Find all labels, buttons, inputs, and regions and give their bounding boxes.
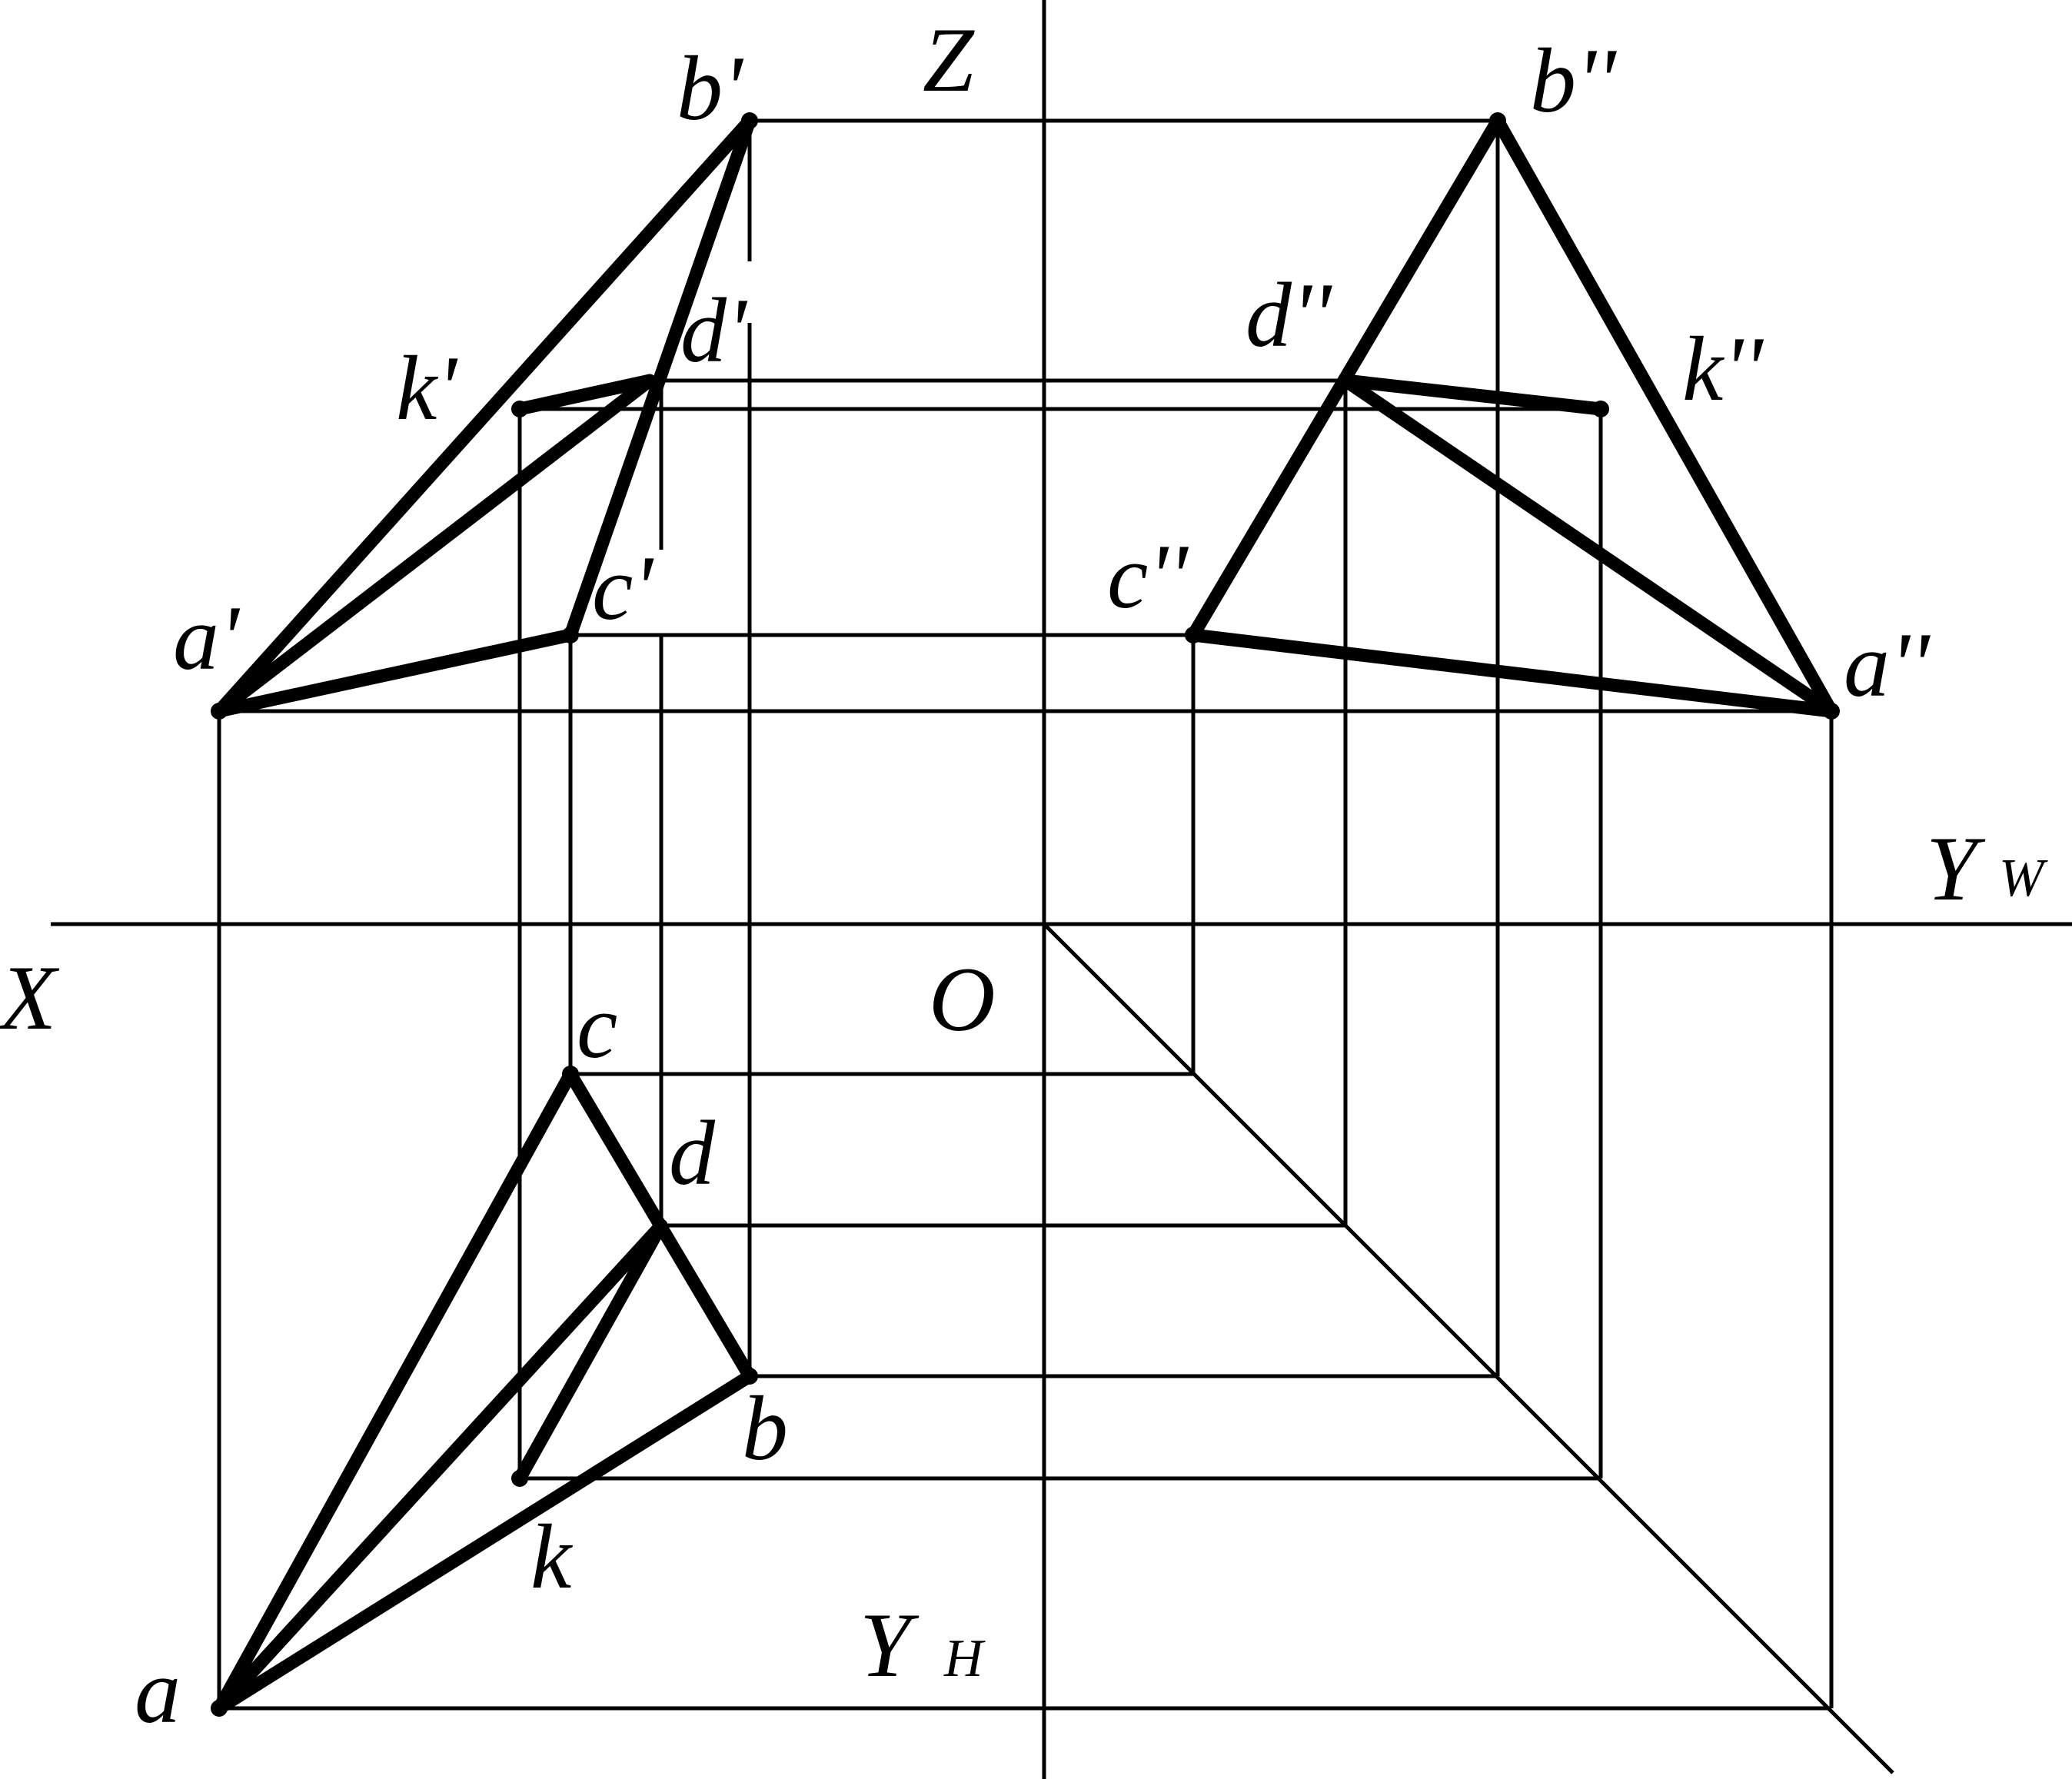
label-c: c (577, 975, 617, 1077)
label-d: d (669, 1102, 716, 1204)
point-k-side (1592, 401, 1609, 417)
label-yw-axis: Y (1926, 817, 1986, 919)
side-edge-d-a (1339, 374, 1838, 718)
label-b-prime: b' (677, 37, 744, 139)
label-c-prime: c' (592, 537, 654, 639)
label-z-axis: Z (923, 8, 975, 111)
axes (51, 0, 2072, 1779)
label-k-prime: k' (396, 337, 458, 439)
point-b-top (741, 1368, 758, 1385)
label-b: b (742, 1377, 788, 1479)
label-k: k (530, 1505, 574, 1608)
point-a-top (211, 1700, 228, 1717)
front-view (211, 112, 758, 720)
label-a: a (135, 1640, 181, 1742)
top-edge-d-k (513, 1219, 668, 1485)
point-c-front (562, 627, 579, 643)
point-c-top (562, 1066, 579, 1082)
label-k-double-prime: k'' (1682, 318, 1764, 420)
front-edge-b-c (564, 114, 757, 642)
top-edge-b-a (212, 1369, 757, 1715)
label-x-axis: X (0, 946, 60, 1049)
label-yw-subscript: W (1999, 849, 2048, 908)
point-k-top (511, 1470, 528, 1487)
projection-lines (217, 118, 1834, 1711)
front-edge-a-d (212, 374, 657, 718)
front-edge-k-d (513, 374, 657, 416)
point-a-front (211, 703, 228, 720)
top-edge-a-d (212, 1219, 668, 1715)
side-view (1185, 112, 1840, 720)
point-c-side (1185, 627, 1202, 643)
label-a-prime: a' (173, 587, 241, 689)
point-b-front (741, 112, 758, 129)
point-a-side (1823, 703, 1840, 720)
diagonal-45-line (1043, 923, 1894, 1774)
label-origin: O (929, 948, 996, 1050)
top-edge-a-c (212, 1067, 577, 1715)
side-edge-b-a (1491, 114, 1838, 718)
label-d-prime: d' (680, 279, 748, 381)
labels: Z X O Y W Y H b' d' k' c' a' b'' d'' k''… (0, 8, 2048, 1742)
label-yh-axis: Y (860, 1594, 920, 1696)
point-k-front (511, 401, 528, 417)
side-edge-d-k (1339, 374, 1608, 416)
front-edge-c-a (212, 628, 577, 718)
front-edge-a-b (212, 114, 757, 718)
side-edge-a-c (1186, 628, 1838, 718)
top-view (211, 1066, 758, 1717)
label-d-double-prime: d'' (1246, 264, 1333, 366)
point-b-side (1489, 112, 1506, 129)
label-c-double-prime: c'' (1107, 525, 1189, 627)
label-b-double-prime: b'' (1530, 29, 1618, 131)
label-yh-subscript: H (943, 1629, 986, 1688)
label-a-double-prime: a'' (1844, 614, 1931, 716)
